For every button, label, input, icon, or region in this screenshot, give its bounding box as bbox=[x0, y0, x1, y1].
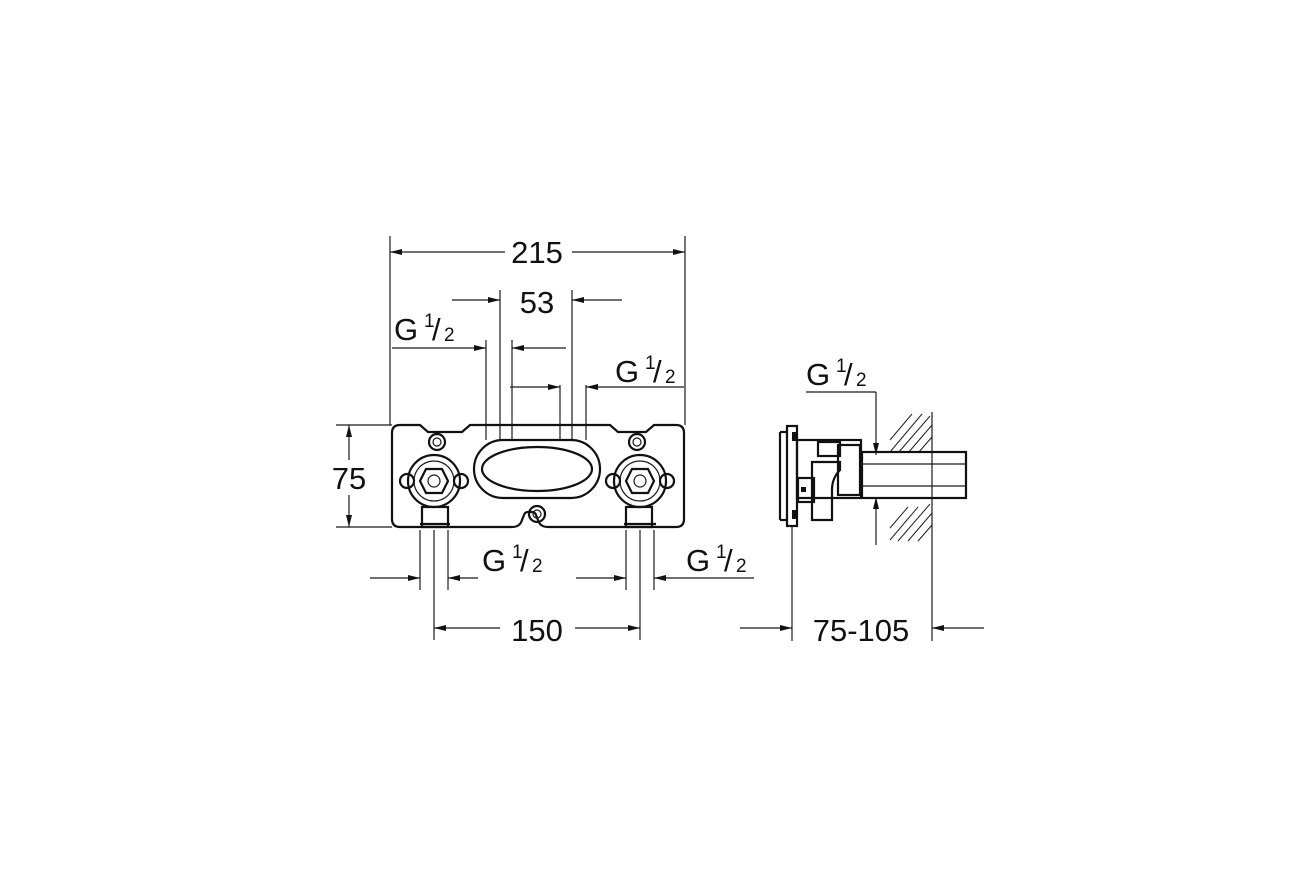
svg-text:2: 2 bbox=[444, 325, 455, 346]
right-valve bbox=[604, 453, 676, 529]
thread-label-upper-right: G 1 / 2 bbox=[615, 353, 676, 389]
thread-label-lower-right: G 1 / 2 bbox=[686, 542, 747, 578]
thread-label-side: G 1 / 2 bbox=[806, 356, 867, 392]
dimension-center-spacing: 53 bbox=[520, 285, 554, 320]
wall-hatching bbox=[889, 412, 933, 543]
svg-text:/: / bbox=[653, 354, 662, 389]
valve-body-side bbox=[795, 438, 863, 500]
svg-text:/: / bbox=[520, 543, 529, 578]
svg-text:/: / bbox=[844, 357, 853, 392]
mounting-plate bbox=[390, 423, 686, 529]
side-view: G 1 / 2 75-105 bbox=[740, 356, 984, 648]
center-opening bbox=[472, 438, 602, 500]
svg-text:1: 1 bbox=[716, 542, 727, 563]
svg-text:1: 1 bbox=[836, 356, 847, 377]
svg-text:1: 1 bbox=[645, 353, 656, 374]
dimension-connection-spacing: 150 bbox=[511, 613, 563, 648]
svg-text:G: G bbox=[686, 543, 710, 578]
svg-text:2: 2 bbox=[736, 556, 747, 577]
thread-label-lower-left: G 1 / 2 bbox=[482, 542, 543, 578]
svg-text:G: G bbox=[806, 357, 830, 392]
svg-text:1: 1 bbox=[424, 311, 435, 332]
svg-text:2: 2 bbox=[665, 367, 676, 388]
svg-text:2: 2 bbox=[856, 370, 867, 391]
left-valve bbox=[398, 453, 470, 529]
svg-text:G: G bbox=[615, 354, 639, 389]
dimension-wall-depth: 75-105 bbox=[813, 613, 910, 648]
front-view: 215 53 G 1 / 2 G 1 / 2 75 G bbox=[332, 235, 754, 648]
thread-label-upper-left: G 1 / 2 bbox=[394, 311, 455, 347]
svg-text:G: G bbox=[482, 543, 506, 578]
cover-sleeve bbox=[860, 450, 968, 500]
svg-text:1: 1 bbox=[512, 542, 523, 563]
svg-text:2: 2 bbox=[532, 556, 543, 577]
dimension-overall-width: 215 bbox=[511, 235, 563, 270]
svg-text:/: / bbox=[432, 312, 441, 347]
svg-text:/: / bbox=[724, 543, 733, 578]
svg-text:G: G bbox=[394, 312, 418, 347]
dimension-height: 75 bbox=[332, 461, 366, 496]
